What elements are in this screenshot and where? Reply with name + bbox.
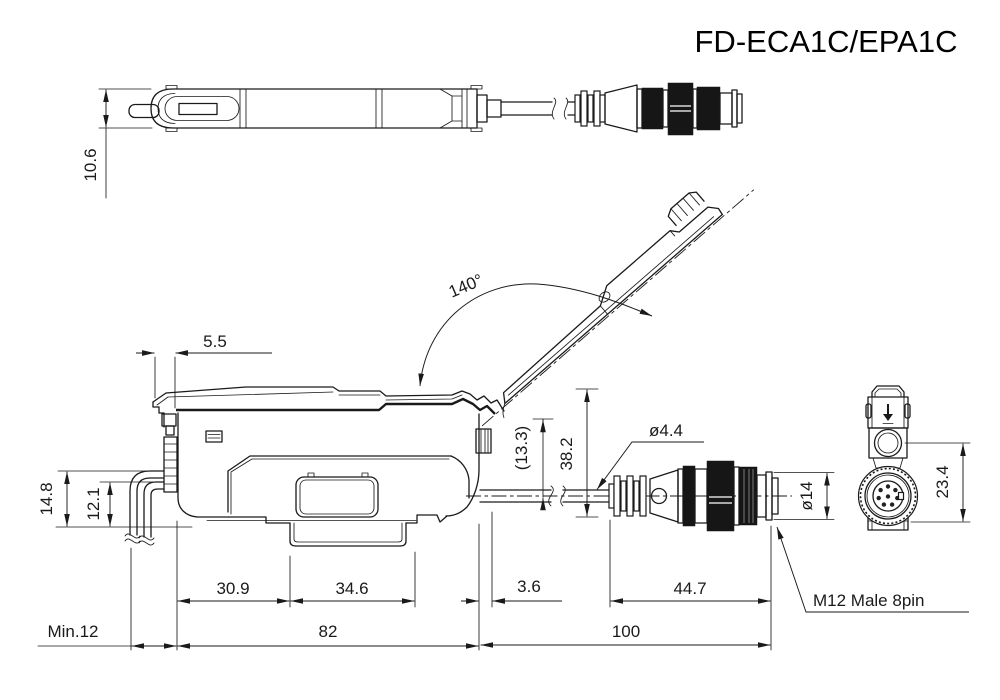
- dim-seg3: 3.6: [461, 577, 562, 604]
- top-view: [128, 82, 743, 136]
- cable-top-view: [500, 97, 576, 120]
- dim-text-30-9: 30.9: [216, 579, 249, 598]
- dim-connector-diameter: ø14: [773, 472, 835, 520]
- m12-connector-top: [574, 82, 743, 136]
- connector-label-text: M12 Male 8pin: [813, 591, 925, 610]
- insert-direction-arrow-icon: [882, 404, 894, 424]
- fiber-lock-lever: [163, 436, 178, 493]
- dim-text-13-3: (13.3): [512, 426, 531, 470]
- dim-text-o14: ø14: [797, 481, 816, 510]
- fiber-slot: [178, 102, 218, 116]
- dim-cover-overhang: 5.5: [136, 332, 272, 409]
- connector-label: M12 Male 8pin: [776, 526, 969, 613]
- dim-text-44-7: 44.7: [673, 579, 706, 598]
- m12-connector-side: [608, 460, 779, 532]
- dim-text-3-6: 3.6: [517, 577, 541, 596]
- page-title: FD-ECA1C/EPA1C: [695, 24, 958, 59]
- dim-text-82: 82: [319, 622, 338, 641]
- fiber-port: [873, 428, 903, 458]
- boot-hole: [650, 487, 668, 505]
- dim-text-10-6: 10.6: [81, 148, 100, 181]
- connector-door: [295, 476, 379, 518]
- din-rail-clip: [289, 522, 407, 547]
- dim-overall-height: 38.2: [557, 388, 599, 518]
- dim-text-34-6: 34.6: [335, 579, 368, 598]
- lens-recess: [164, 96, 240, 121]
- dim-front-height: 23.4: [904, 442, 971, 523]
- dim-cover-angle: 140°: [418, 270, 653, 387]
- dim-fiber-heights: 14.8 12.1: [37, 470, 193, 528]
- dim-text-140: 140°: [446, 270, 486, 301]
- protective-cover-open: [481, 189, 755, 427]
- dim-text-12-1: 12.1: [84, 487, 103, 520]
- dim-ref-height: (13.3): [512, 418, 554, 511]
- dim-cable-length: 100: [480, 622, 771, 648]
- front-view: [857, 385, 919, 531]
- key-notch: [897, 491, 905, 501]
- dim-seg2: 34.6: [290, 579, 415, 604]
- dim-seg4: 44.7: [610, 579, 771, 604]
- dim-text-4-4: ø4.4: [649, 421, 683, 440]
- dim-seg1: 30.9: [177, 579, 290, 604]
- cable-gland-top: [486, 99, 502, 118]
- dim-text-23-4: 23.4: [933, 465, 952, 498]
- dim-body-length: 82: [177, 622, 479, 649]
- side-view: 140°: [124, 189, 792, 547]
- dim-text-14-8: 14.8: [37, 482, 56, 515]
- fiber-stub: [128, 103, 160, 119]
- dim-text-100: 100: [612, 622, 640, 641]
- dim-text-38-2: 38.2: [557, 437, 576, 470]
- vent-mark: [205, 430, 223, 443]
- dim-top-height: 10.6: [81, 88, 153, 199]
- amplifier-body: [152, 386, 505, 547]
- dim-text-5-5: 5.5: [203, 332, 227, 351]
- cover-hole: [598, 291, 611, 303]
- side-latch: [475, 428, 492, 454]
- dimensions-layer: 5.5 14.8 12.1 (13.3) 38.2 ø4.4: [37, 332, 971, 651]
- m12-connector-face: [857, 465, 919, 527]
- dim-text-min12: Min.12: [47, 622, 98, 641]
- dim-cable-diameter: ø4.4: [596, 421, 704, 490]
- dim-min-bend: Min.12: [37, 622, 177, 649]
